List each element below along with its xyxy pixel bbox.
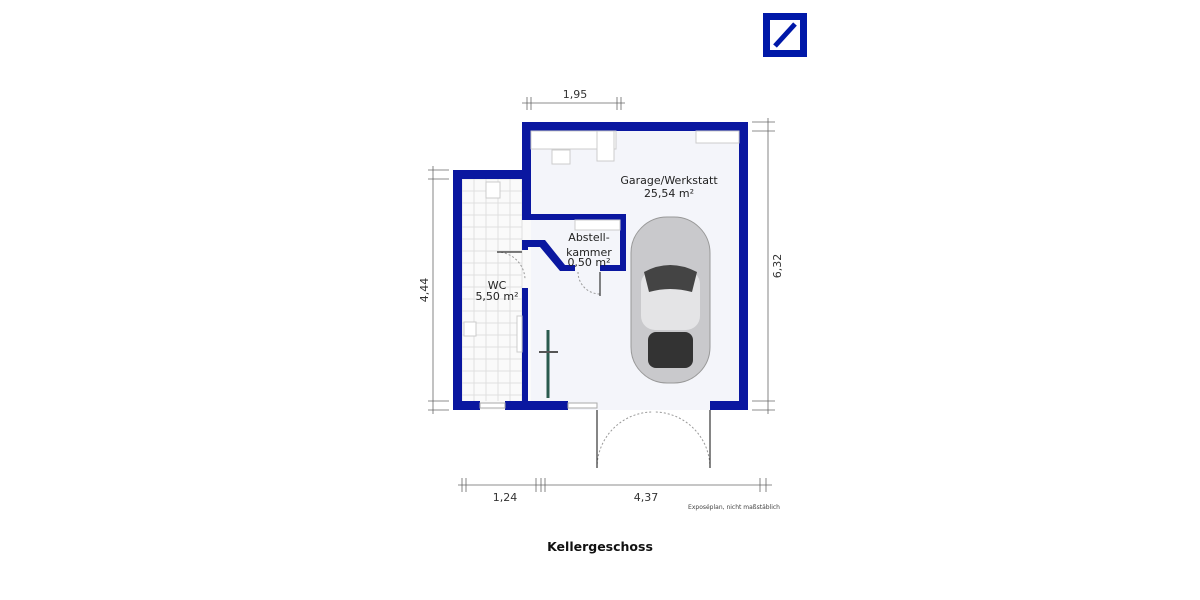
dimension-bottom-right: 4,37 — [634, 491, 659, 504]
bicycle-icon — [539, 330, 558, 398]
walls — [453, 122, 748, 410]
dimension-top: 1,95 — [563, 88, 588, 101]
room-name-wc: WC — [488, 279, 507, 292]
room-area-storage: 0,50 m² — [567, 256, 610, 269]
floor-title: Kellergeschoss — [547, 539, 653, 554]
room-name-garage: Garage/Werkstatt — [620, 174, 718, 187]
workbench — [463, 130, 740, 353]
car-icon — [630, 216, 711, 384]
room-area-wc: 5,50 m² — [475, 290, 518, 303]
windows — [479, 402, 598, 409]
deutsche-bank-logo — [763, 13, 807, 57]
dimension-right: 6,32 — [771, 254, 784, 279]
room-name-storage-1: Abstell- — [568, 231, 609, 244]
room-area-garage: 25,54 m² — [644, 187, 694, 200]
dimension-lines — [428, 97, 775, 492]
room-name-storage-2: kammer — [566, 246, 612, 259]
scale-note: Exposéplan, nicht maßstäblich — [688, 504, 780, 511]
dimension-bottom-left: 1,24 — [493, 491, 518, 504]
dimension-left: 4,44 — [418, 278, 431, 303]
